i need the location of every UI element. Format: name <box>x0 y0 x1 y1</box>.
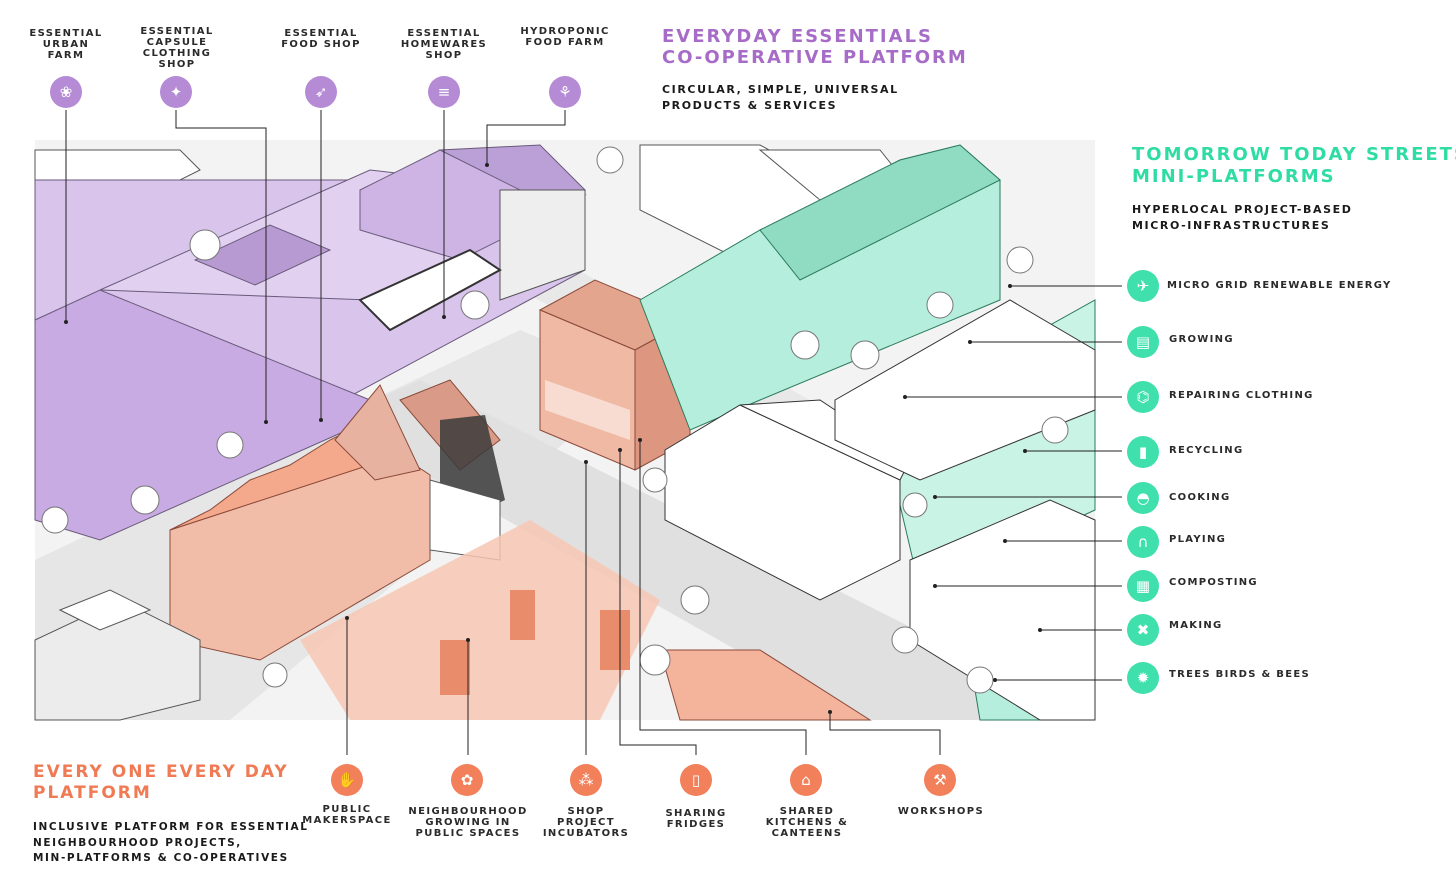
bottom-platform-subtitle: INCLUSIVE PLATFORM FOR ESSENTIAL NEIGHBO… <box>33 820 309 867</box>
top-title-line: CO-OPERATIVE PLATFORM <box>662 47 968 68</box>
top-item-label: ESSENTIAL HOMEWARES SHOP <box>400 28 488 61</box>
bottom-item-label: SHARING FRIDGES <box>665 808 727 830</box>
bottom-subtitle-line: MIN-PLATFORMS & CO-OPERATIVES <box>33 852 289 864</box>
right-item-label: COOKING <box>1169 492 1231 503</box>
top-subtitle-line: PRODUCTS & SERVICES <box>662 99 838 112</box>
bee-icon: ✹ <box>1127 662 1159 694</box>
right-subtitle-line: HYPERLOCAL PROJECT-BASED <box>1132 203 1353 216</box>
essentials-block <box>34 144 587 541</box>
makerspace-building <box>169 379 505 661</box>
top-item-label: ESSENTIAL FOOD SHOP <box>281 28 361 50</box>
right-item-label: TREES BIRDS & BEES <box>1169 669 1310 680</box>
top-title-line: EVERYDAY ESSENTIALS <box>662 26 933 47</box>
top-platform-subtitle: CIRCULAR, SIMPLE, UNIVERSAL PRODUCTS & S… <box>662 82 899 114</box>
bottom-item-label: WORKSHOPS <box>897 806 985 817</box>
tools-icon: ✖ <box>1127 614 1159 646</box>
bottom-title-line: EVERY ONE EVERY DAY <box>33 762 289 782</box>
top-item-label: ESSENTIAL CAPSULE CLOTHING SHOP <box>140 26 214 70</box>
top-platform-title: EVERYDAY ESSENTIALS CO-OPERATIVE PLATFOR… <box>662 26 968 68</box>
right-item-label: RECYCLING <box>1169 445 1244 456</box>
plates-icon: ≡ <box>428 76 460 108</box>
top-subtitle-line: CIRCULAR, SIMPLE, UNIVERSAL <box>662 83 899 96</box>
network-icon: ⁂ <box>570 764 602 796</box>
right-item-label: MICRO GRID RENEWABLE ENERGY <box>1167 280 1392 291</box>
right-item-label: REPAIRING CLOTHING <box>1169 390 1314 401</box>
right-title-line: TOMORROW TODAY STREETS <box>1132 144 1456 165</box>
bottom-subtitle-line: NEIGHBOURHOOD PROJECTS, <box>33 836 242 849</box>
watering-can-icon: ▤ <box>1127 326 1159 358</box>
bottom-platform-title: EVERY ONE EVERY DAY PLATFORM <box>33 762 289 804</box>
bottom-subtitle-line: INCLUSIVE PLATFORM FOR ESSENTIAL <box>33 821 309 833</box>
wind-turbine-icon: ✈ <box>1127 270 1159 302</box>
bottom-item-label: NEIGHBOURHOOD GROWING IN PUBLIC SPACES <box>408 806 528 839</box>
sewing-machine-icon: ⌬ <box>1127 381 1159 413</box>
bottom-item-label: SHARED KITCHENS & CANTEENS <box>765 806 849 839</box>
slide-icon: ∩ <box>1127 526 1159 558</box>
wheat-icon: ⚘ <box>549 76 581 108</box>
right-platform-subtitle: HYPERLOCAL PROJECT-BASED MICRO-INFRASTRU… <box>1132 202 1353 234</box>
top-item-label: ESSENTIAL URBAN FARM <box>29 28 103 61</box>
bottle-icon: ▮ <box>1127 436 1159 468</box>
right-item-label: PLAYING <box>1169 534 1227 545</box>
sprout-icon: ✿ <box>451 764 483 796</box>
cabbage-icon: ❀ <box>50 76 82 108</box>
bottom-item-label: PUBLIC MAKERSPACE <box>302 804 392 826</box>
right-subtitle-line: MICRO-INFRASTRUCTURES <box>1132 219 1331 232</box>
bottom-item-label: SHOP PROJECT INCUBATORS <box>542 806 630 839</box>
compost-bin-icon: ▦ <box>1127 570 1159 602</box>
top-item-label: HYDROPONIC FOOD FARM <box>520 26 610 48</box>
right-item-label: COMPOSTING <box>1169 577 1258 588</box>
clothing-icon: ✦ <box>160 76 192 108</box>
cloche-icon: ◓ <box>1127 482 1159 514</box>
fridge-icon: ▯ <box>680 764 712 796</box>
public-square <box>300 520 660 720</box>
carrot-icon: ➶ <box>305 76 337 108</box>
bottom-title-line: PLATFORM <box>33 783 152 803</box>
right-platform-title: TOMORROW TODAY STREETS MINI-PLATFORMS <box>1132 144 1456 188</box>
right-item-label: GROWING <box>1169 334 1234 345</box>
kitchen-icon: ⌂ <box>790 764 822 796</box>
right-title-line: MINI-PLATFORMS <box>1132 166 1336 187</box>
right-item-label: MAKING <box>1169 620 1223 631</box>
hand-icon: ✋ <box>331 764 363 796</box>
workbench-icon: ⚒ <box>924 764 956 796</box>
